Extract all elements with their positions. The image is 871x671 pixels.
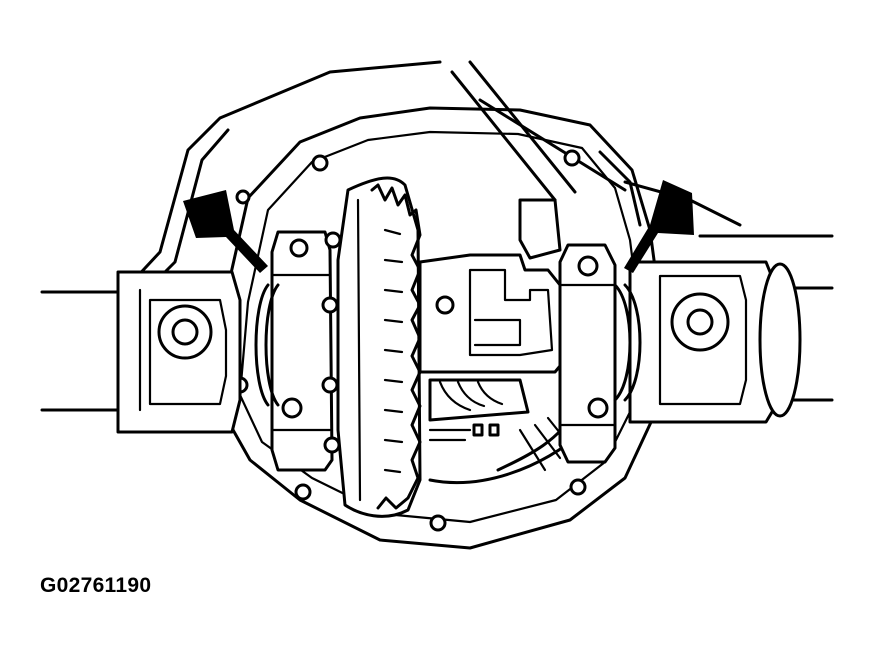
figure-code-label: G02761190	[40, 574, 152, 597]
differential-case	[418, 198, 567, 374]
right-axle-flange	[628, 260, 802, 424]
left-indicator-arrow	[183, 190, 268, 273]
right-indicator-arrow	[624, 180, 694, 273]
right-bearing-cap	[558, 243, 617, 464]
left-side-bearing-race	[254, 283, 280, 407]
right-side-bearing-race	[613, 283, 642, 402]
ring-gear	[321, 176, 422, 518]
left-bearing-cap	[270, 230, 334, 472]
left-axle-flange	[116, 270, 242, 434]
